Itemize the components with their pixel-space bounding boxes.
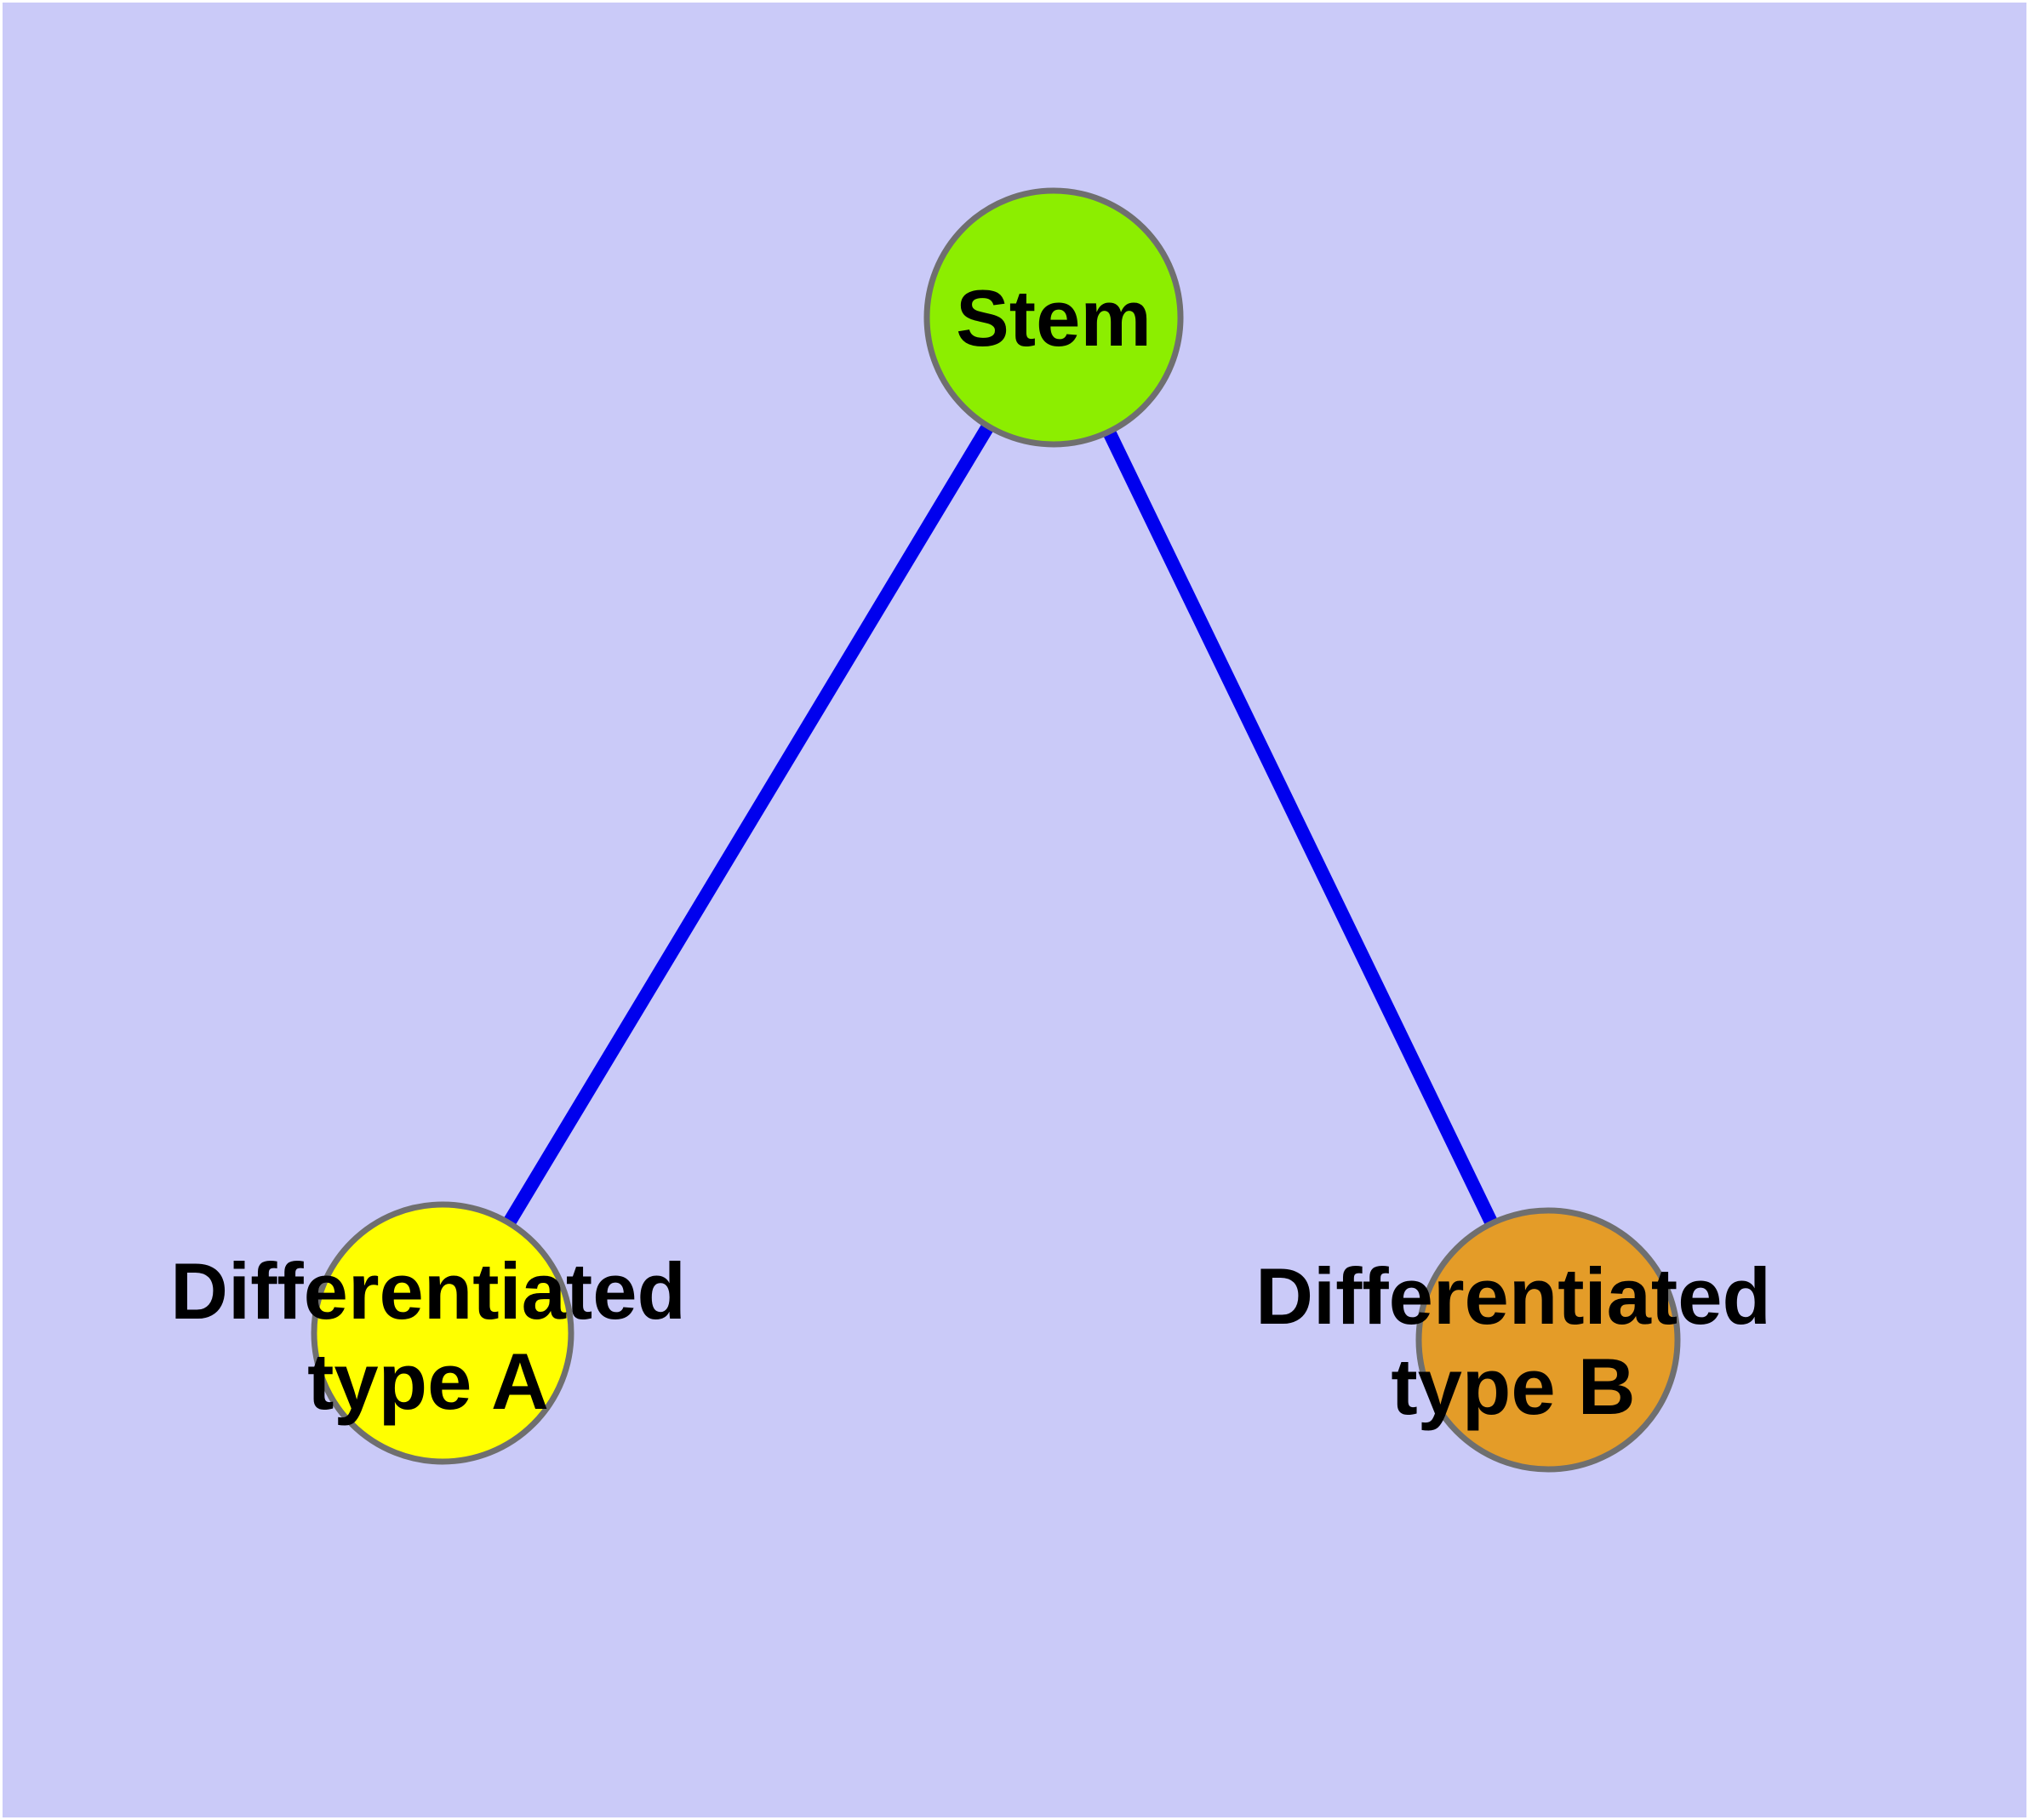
edges-group [437, 313, 1555, 1343]
node-type-b-circle [1415, 1207, 1681, 1473]
node-type-a-circle [311, 1201, 574, 1465]
edge-stem-to-type-a [437, 313, 1060, 1337]
edge-stem-to-type-b [1047, 314, 1555, 1343]
node-stem-circle [923, 187, 1184, 448]
